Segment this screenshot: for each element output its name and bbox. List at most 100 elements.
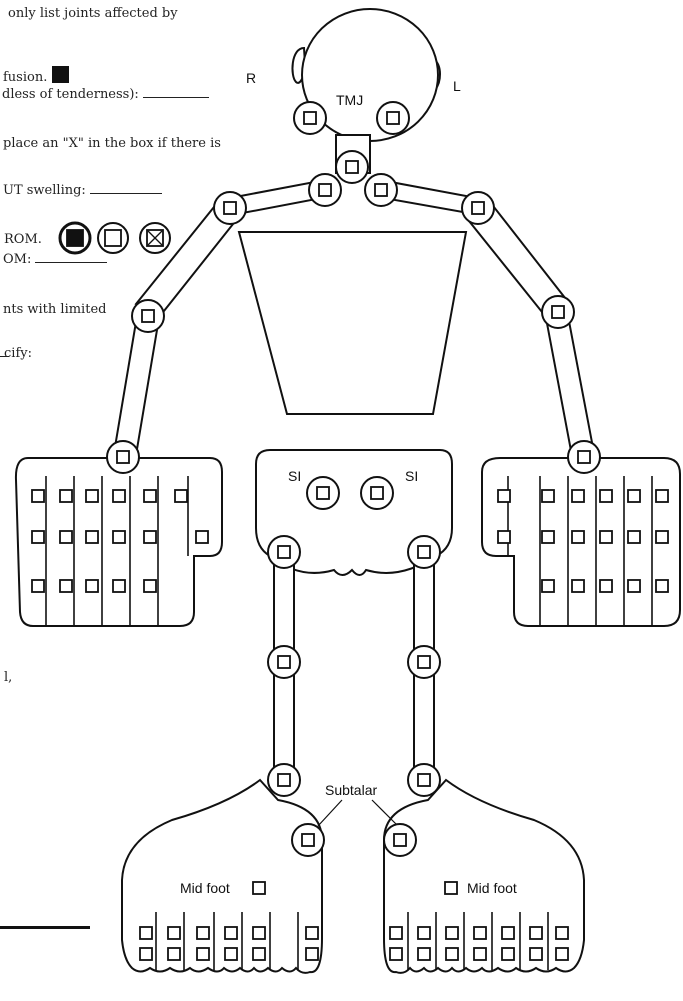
right-hand-pip-3[interactable] xyxy=(86,531,98,543)
left-foot-ip-4[interactable] xyxy=(474,948,486,960)
left-hand-mcp-3[interactable] xyxy=(572,490,584,502)
right-foot-ip-3[interactable] xyxy=(197,948,209,960)
subtalar-pointer-left xyxy=(372,800,398,826)
right-foot-ip-2[interactable] xyxy=(168,948,180,960)
rom-legend-crossed xyxy=(140,223,170,253)
left-side-label: L xyxy=(453,78,461,94)
right-foot-mtp-5[interactable] xyxy=(253,927,265,939)
left-hand-pip-3[interactable] xyxy=(572,531,584,543)
left-forearm xyxy=(546,316,594,456)
knee-right-checkbox[interactable] xyxy=(278,656,290,668)
left-hand-dip-5[interactable] xyxy=(656,580,668,592)
left-foot-mtp-2[interactable] xyxy=(418,927,430,939)
shoulder-left-checkbox[interactable] xyxy=(472,202,484,214)
left-foot-ip-1[interactable] xyxy=(390,948,402,960)
left-hand-pip-5[interactable] xyxy=(628,531,640,543)
right-hand-dip-5[interactable] xyxy=(144,580,156,592)
left-hand-dip-1[interactable] xyxy=(542,580,554,592)
right-hand-mcp-4[interactable] xyxy=(113,490,125,502)
left-hand-dip-2[interactable] xyxy=(572,580,584,592)
right-foot-mtp-2[interactable] xyxy=(168,927,180,939)
tmj-left-checkbox[interactable] xyxy=(387,112,399,124)
left-hand-dip-4[interactable] xyxy=(628,580,640,592)
sternoclavicular-left-checkbox[interactable] xyxy=(375,184,387,196)
left-foot-mtp-7[interactable] xyxy=(556,927,568,939)
right-hand-dip-2[interactable] xyxy=(60,580,72,592)
right-hand-mcp-2[interactable] xyxy=(60,490,72,502)
elbow-right-checkbox[interactable] xyxy=(142,310,154,322)
subtalar-label: Subtalar xyxy=(325,782,377,798)
tmj-right-checkbox[interactable] xyxy=(304,112,316,124)
right-forearm xyxy=(114,316,159,455)
right-foot-ip-1[interactable] xyxy=(140,948,152,960)
right-hand-dip-1[interactable] xyxy=(32,580,44,592)
knee-left-checkbox[interactable] xyxy=(418,656,430,668)
right-foot-mtp-3[interactable] xyxy=(197,927,209,939)
rom-legend-filled xyxy=(60,223,90,253)
torso xyxy=(239,232,466,414)
right-hand-mcp-3[interactable] xyxy=(86,490,98,502)
left-hand-mcp-6[interactable] xyxy=(656,490,668,502)
mid-foot-left-label: Mid foot xyxy=(467,880,517,896)
left-foot-ip-6[interactable] xyxy=(530,948,542,960)
elbow-left-checkbox[interactable] xyxy=(552,306,564,318)
right-foot-mtp-6[interactable] xyxy=(306,927,318,939)
si-right-checkbox[interactable] xyxy=(317,487,329,499)
shoulder-right-checkbox[interactable] xyxy=(224,202,236,214)
subtalar-left-checkbox[interactable] xyxy=(394,834,406,846)
left-foot-mtp-5[interactable] xyxy=(502,927,514,939)
left-hand-pip-6[interactable] xyxy=(656,531,668,543)
left-hand-mcp-4[interactable] xyxy=(600,490,612,502)
right-hand-pip-5[interactable] xyxy=(144,531,156,543)
left-foot-ip-5[interactable] xyxy=(502,948,514,960)
right-foot-mtp-1[interactable] xyxy=(140,927,152,939)
left-hand-mcp-2[interactable] xyxy=(542,490,554,502)
si-left-label: SI xyxy=(405,468,418,484)
left-hand-mcp-5[interactable] xyxy=(628,490,640,502)
left-hand-dip-3[interactable] xyxy=(600,580,612,592)
hip-left-checkbox[interactable] xyxy=(418,546,430,558)
left-foot-ip-3[interactable] xyxy=(446,948,458,960)
rom-legend-empty xyxy=(98,223,128,253)
right-foot-ip-6[interactable] xyxy=(306,948,318,960)
right-hand-pip-4[interactable] xyxy=(113,531,125,543)
wrist-right-checkbox[interactable] xyxy=(117,451,129,463)
right-foot xyxy=(122,780,322,973)
right-hand-mcp-6[interactable] xyxy=(175,490,187,502)
neck-joint-checkbox[interactable] xyxy=(346,161,358,173)
left-hand-pip-1[interactable] xyxy=(498,531,510,543)
left-foot-mtp-4[interactable] xyxy=(474,927,486,939)
left-foot-ip-7[interactable] xyxy=(556,948,568,960)
right-hand-dip-4[interactable] xyxy=(113,580,125,592)
right-hand-mcp-1[interactable] xyxy=(32,490,44,502)
ankle-left-checkbox[interactable] xyxy=(418,774,430,786)
si-left-checkbox[interactable] xyxy=(371,487,383,499)
tmj-label: TMJ xyxy=(336,92,363,108)
right-hand-dip-3[interactable] xyxy=(86,580,98,592)
sternoclavicular-right-checkbox[interactable] xyxy=(319,184,331,196)
right-foot-ip-5[interactable] xyxy=(253,948,265,960)
hip-right-checkbox[interactable] xyxy=(278,546,290,558)
left-foot-ip-2[interactable] xyxy=(418,948,430,960)
left-foot-mtp-3[interactable] xyxy=(446,927,458,939)
ankle-right-checkbox[interactable] xyxy=(278,774,290,786)
mid-foot-left-checkbox[interactable] xyxy=(445,882,457,894)
left-hand-pip-4[interactable] xyxy=(600,531,612,543)
right-hand-pip-1[interactable] xyxy=(32,531,44,543)
mid-foot-right-checkbox[interactable] xyxy=(253,882,265,894)
subtalar-pointer-right xyxy=(318,800,342,826)
right-foot-ip-4[interactable] xyxy=(225,948,237,960)
right-side-label: R xyxy=(246,70,256,86)
right-hand-pip-2[interactable] xyxy=(60,531,72,543)
right-hand-thumb-ip[interactable] xyxy=(196,531,208,543)
left-hand-pip-2[interactable] xyxy=(542,531,554,543)
wrist-left-checkbox[interactable] xyxy=(578,451,590,463)
left-foot-mtp-1[interactable] xyxy=(390,927,402,939)
left-hand-mcp-1[interactable] xyxy=(498,490,510,502)
left-foot-mtp-6[interactable] xyxy=(530,927,542,939)
right-foot-mtp-4[interactable] xyxy=(225,927,237,939)
right-hand-mcp-5[interactable] xyxy=(144,490,156,502)
subtalar-right-checkbox[interactable] xyxy=(302,834,314,846)
